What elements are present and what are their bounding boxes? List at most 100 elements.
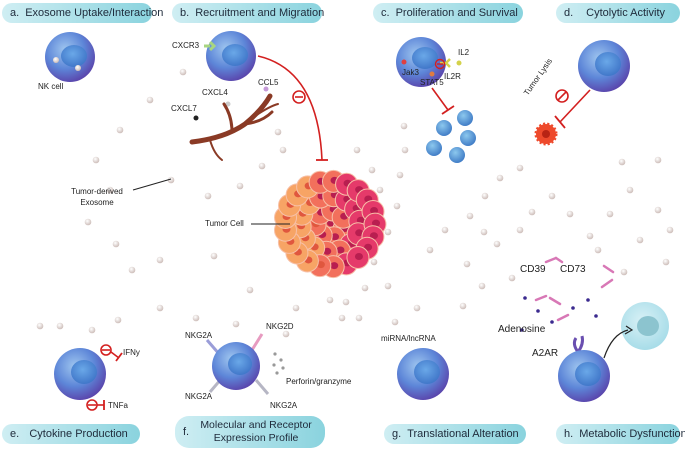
exosome-dot: [496, 174, 504, 182]
panel-title-d: Cytolytic Activity: [586, 7, 666, 19]
cxcl7-dot: [193, 115, 199, 121]
exosome-dot: [459, 302, 467, 310]
exosome-dot: [666, 226, 674, 234]
stat5-label: STAT5: [420, 78, 444, 87]
nkg2a-label-3: NKG2A: [270, 401, 298, 410]
tnfa-inhibit-icon: [86, 399, 105, 411]
lysed-tumor-cell-icon: [534, 122, 558, 146]
inhibit-symbol-d: [555, 89, 569, 103]
ccl5-dot: [263, 86, 269, 92]
exosome-dot: [466, 212, 474, 220]
nkg2a-label-1: NKG2A: [185, 331, 213, 340]
panel-letter-c: c.: [381, 7, 390, 19]
exosome-dot: [516, 226, 524, 234]
exosome-dot: [493, 240, 501, 248]
exosome-dot: [246, 286, 254, 294]
exosome-dot: [586, 232, 594, 240]
inhibit-arrow-d: [559, 89, 591, 123]
panel-title-f: Molecular and Receptor Expression Profil…: [200, 419, 312, 444]
exosome-dot: [258, 162, 266, 170]
exosome-dot: [326, 296, 334, 304]
exosome-dot: [338, 314, 346, 322]
exosome-dot: [116, 126, 124, 134]
exosome-dot: [282, 330, 290, 338]
jak3-label: Jak3: [402, 68, 419, 77]
panel-label-a: a. Exosome Uptake/Interaction: [2, 3, 163, 23]
tumor-cell-cluster: [273, 169, 387, 279]
exosome-dot: [384, 282, 392, 290]
perforin-label: Perforin/granzyme: [286, 377, 352, 386]
exosome-dot: [36, 322, 44, 330]
exosome-dot: [620, 268, 628, 276]
exosome-dot: [413, 304, 421, 312]
panel-letter-a: a.: [10, 7, 20, 19]
panel-title-a: Exosome Uptake/Interaction: [25, 7, 164, 19]
inhibit-arrow-b: [257, 55, 323, 161]
inhibit-arrow-c: [431, 87, 449, 111]
exosome-dot: [179, 68, 187, 76]
exosome-dot: [368, 166, 376, 174]
panel-letter-g: g.: [392, 428, 402, 440]
panel-title-e: Cytokine Production: [29, 428, 128, 440]
exosome-dot: [146, 96, 154, 104]
exosome-dot: [106, 186, 114, 194]
exosome-dot: [167, 176, 175, 184]
exosome-dot: [480, 228, 488, 236]
exosome-dot: [56, 322, 64, 330]
exosome-dot: [232, 320, 240, 328]
exosome-dot: [548, 192, 556, 200]
exosome-dot: [370, 258, 378, 266]
exosome-dot: [128, 266, 136, 274]
exosome-dot: [441, 226, 449, 234]
exosome-dot: [156, 304, 164, 312]
ifny-label: IFNy: [123, 348, 140, 357]
inhibit-symbol-b: [292, 90, 306, 104]
exosome-dot: [156, 256, 164, 264]
tumor-exosome-label: Tumor-derived Exosome: [71, 187, 123, 207]
exosome-dot: [84, 218, 92, 226]
cxcr3-label: CXCR3: [172, 41, 200, 50]
exosome-dot: [361, 284, 369, 292]
exosome-dot: [626, 186, 634, 194]
panel-letter-b: b.: [180, 7, 190, 19]
exosome-dot: [192, 314, 200, 322]
cxcl7-label: CXCL7: [171, 104, 197, 113]
inhibit-symbol-c: [434, 58, 446, 70]
nk-cell-b: [206, 31, 256, 81]
panel-label-d: d. Cytolytic Activity: [556, 3, 680, 23]
cd39-cd73-enzymes: [534, 256, 615, 322]
exosome-dot: [426, 246, 434, 254]
panel-label-c: c. Proliferation and Survival: [373, 3, 523, 23]
exosome-dot: [594, 246, 602, 254]
panel-letter-d: d.: [564, 7, 574, 19]
exosome-dot: [662, 258, 670, 266]
stat5-dot: [429, 71, 435, 77]
tumor-cell: [346, 246, 370, 270]
nk-cell-d: [578, 40, 630, 92]
exosome-dot: [114, 316, 122, 324]
adenosine-molecules: [520, 296, 598, 332]
cd39-label: CD39: [520, 264, 546, 275]
exosome-dot: [210, 252, 218, 260]
exosome-dot: [355, 314, 363, 322]
exosome-dot: [401, 146, 409, 154]
cxcr3-receptor-icon: [204, 40, 217, 52]
nk-cell-g: [397, 348, 449, 400]
tumor-cell-label: Tumor Cell: [205, 219, 244, 228]
cd73-label: CD73: [560, 264, 586, 275]
exosome-dot: [342, 298, 350, 306]
exosome-dot: [279, 146, 287, 154]
ccl5-label: CCL5: [258, 78, 279, 87]
exosome-leader-line: [132, 178, 172, 191]
panel-letter-f: f.: [183, 426, 190, 438]
exosome-dot: [654, 156, 662, 164]
panel-label-g: g. Translational Alteration: [384, 424, 526, 444]
exosome-dot: [400, 122, 408, 130]
exosome-dot: [463, 260, 471, 268]
il2-label: IL2: [458, 48, 470, 57]
panel-title-b: Recruitment and Migration: [195, 7, 325, 19]
panel-letter-e: e.: [10, 428, 20, 440]
exosome-dot: [204, 192, 212, 200]
exosome-dot: [384, 228, 392, 236]
exosome-dots: [36, 68, 674, 338]
